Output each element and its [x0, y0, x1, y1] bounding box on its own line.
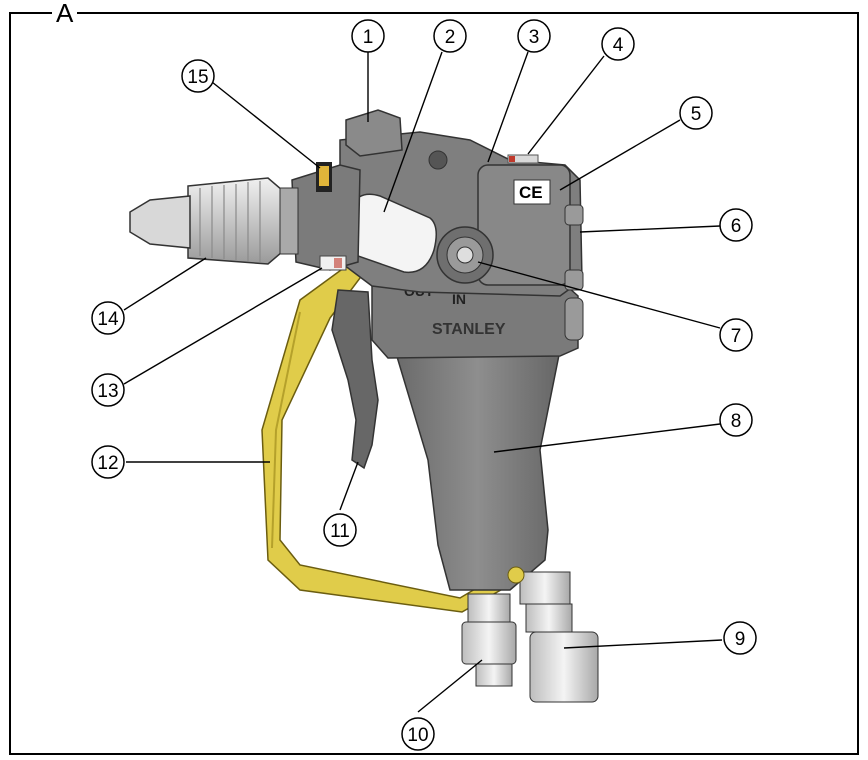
drill-chuck	[187, 177, 283, 265]
svg-text:15: 15	[187, 67, 208, 88]
callout-13: 13	[91, 373, 125, 407]
ce-plate	[513, 179, 551, 205]
svg-text:12: 12	[97, 453, 118, 474]
callout-6: 6	[719, 208, 753, 242]
svg-text:4: 4	[613, 35, 624, 56]
chuck-nose	[129, 195, 191, 249]
svg-text:6: 6	[731, 216, 742, 237]
warning-tag	[507, 154, 539, 164]
callout-9: 9	[723, 621, 757, 655]
hydraulic-drill-illustration: OUT IN STANLEY CE	[129, 109, 599, 703]
callout-15: 15	[181, 59, 215, 93]
callout-3: 3	[517, 19, 551, 53]
ce-mark-label: CE	[519, 183, 543, 202]
callout-5: 5	[679, 96, 713, 130]
callout-8: 8	[719, 403, 753, 437]
callout-1: 1	[351, 19, 385, 53]
svg-text:10: 10	[407, 725, 428, 746]
pistol-grip	[393, 349, 561, 591]
pressure-coupler	[519, 571, 599, 703]
trigger-guard-inner-edge	[271, 311, 301, 549]
callout-4: 4	[601, 27, 635, 61]
svg-text:14: 14	[97, 309, 119, 330]
svg-text:3: 3	[529, 27, 540, 48]
callout-10: 10	[401, 717, 435, 751]
nose-housing	[291, 164, 361, 271]
svg-text:1: 1	[363, 27, 374, 48]
top-lug	[345, 109, 403, 157]
trigger	[331, 289, 379, 470]
svg-text:5: 5	[691, 104, 702, 125]
svg-text:8: 8	[731, 411, 742, 432]
svg-text:11: 11	[330, 521, 350, 542]
callout-2: 2	[433, 19, 467, 53]
svg-text:13: 13	[97, 381, 118, 402]
callout-7: 7	[719, 318, 753, 352]
leader-lines	[123, 51, 723, 713]
svg-text:7: 7	[731, 326, 742, 347]
in-port-label: IN	[452, 291, 466, 307]
svg-text:9: 9	[735, 629, 746, 650]
return-coupler	[461, 593, 517, 687]
svg-text:2: 2	[445, 27, 456, 48]
panel-label: A	[52, 0, 78, 26]
callout-12: 12	[91, 445, 125, 479]
callout-11: 11	[323, 513, 357, 547]
callout-14: 14	[91, 301, 125, 335]
serial-tag	[319, 255, 347, 271]
brand-label: STANLEY	[432, 321, 506, 338]
figure-frame	[9, 12, 859, 755]
